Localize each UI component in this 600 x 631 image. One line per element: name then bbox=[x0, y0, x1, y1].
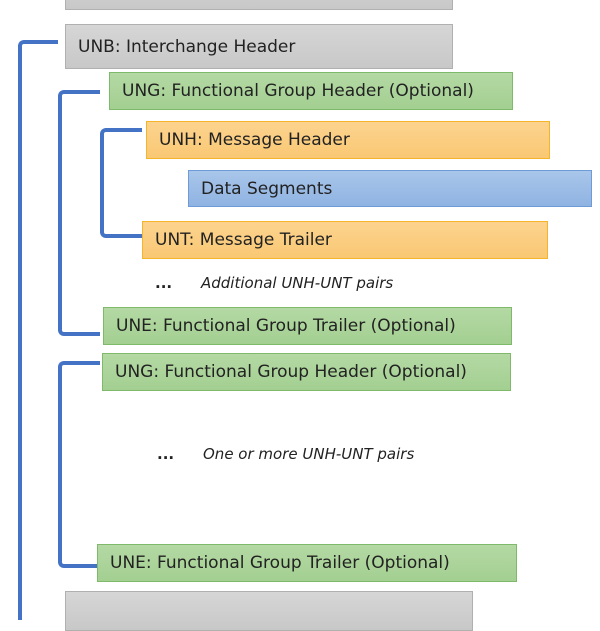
group2-bracket bbox=[58, 361, 100, 568]
message-bracket bbox=[100, 128, 142, 238]
une-label: UNE: Functional Group Trailer (Optional) bbox=[116, 316, 456, 336]
top-cropped-segment-box bbox=[65, 0, 453, 10]
unb-interchange-header: UNB: Interchange Header bbox=[65, 24, 453, 69]
ung-label: UNG: Functional Group Header (Optional) bbox=[122, 81, 474, 101]
one-or-more-pairs-text: One or more UNH-UNT pairs bbox=[203, 445, 415, 463]
data-segments-label: Data Segments bbox=[201, 178, 333, 199]
ung-group-header-2: UNG: Functional Group Header (Optional) bbox=[102, 353, 511, 391]
additional-pairs-note: ... Additional UNH-UNT pairs bbox=[155, 274, 393, 292]
one-or-more-pairs-note: ... One or more UNH-UNT pairs bbox=[157, 445, 414, 463]
bottom-cropped-segment-box bbox=[65, 591, 473, 631]
une-group-trailer-2: UNE: Functional Group Trailer (Optional) bbox=[97, 544, 517, 582]
unb-label: UNB: Interchange Header bbox=[78, 36, 296, 57]
unt-label: UNT: Message Trailer bbox=[155, 230, 332, 250]
ung-label: UNG: Functional Group Header (Optional) bbox=[115, 362, 467, 382]
une-group-trailer-1: UNE: Functional Group Trailer (Optional) bbox=[103, 307, 512, 345]
unt-message-trailer: UNT: Message Trailer bbox=[142, 221, 548, 259]
additional-pairs-text: Additional UNH-UNT pairs bbox=[201, 274, 394, 292]
une-label: UNE: Functional Group Trailer (Optional) bbox=[110, 553, 450, 573]
ellipsis: ... bbox=[157, 445, 175, 463]
data-segments: Data Segments bbox=[188, 170, 592, 207]
ellipsis: ... bbox=[155, 274, 173, 292]
group1-bracket bbox=[58, 90, 100, 336]
interchange-bracket bbox=[18, 40, 58, 620]
unh-message-header: UNH: Message Header bbox=[146, 121, 550, 159]
unh-label: UNH: Message Header bbox=[159, 130, 350, 150]
ung-group-header-1: UNG: Functional Group Header (Optional) bbox=[109, 72, 513, 110]
